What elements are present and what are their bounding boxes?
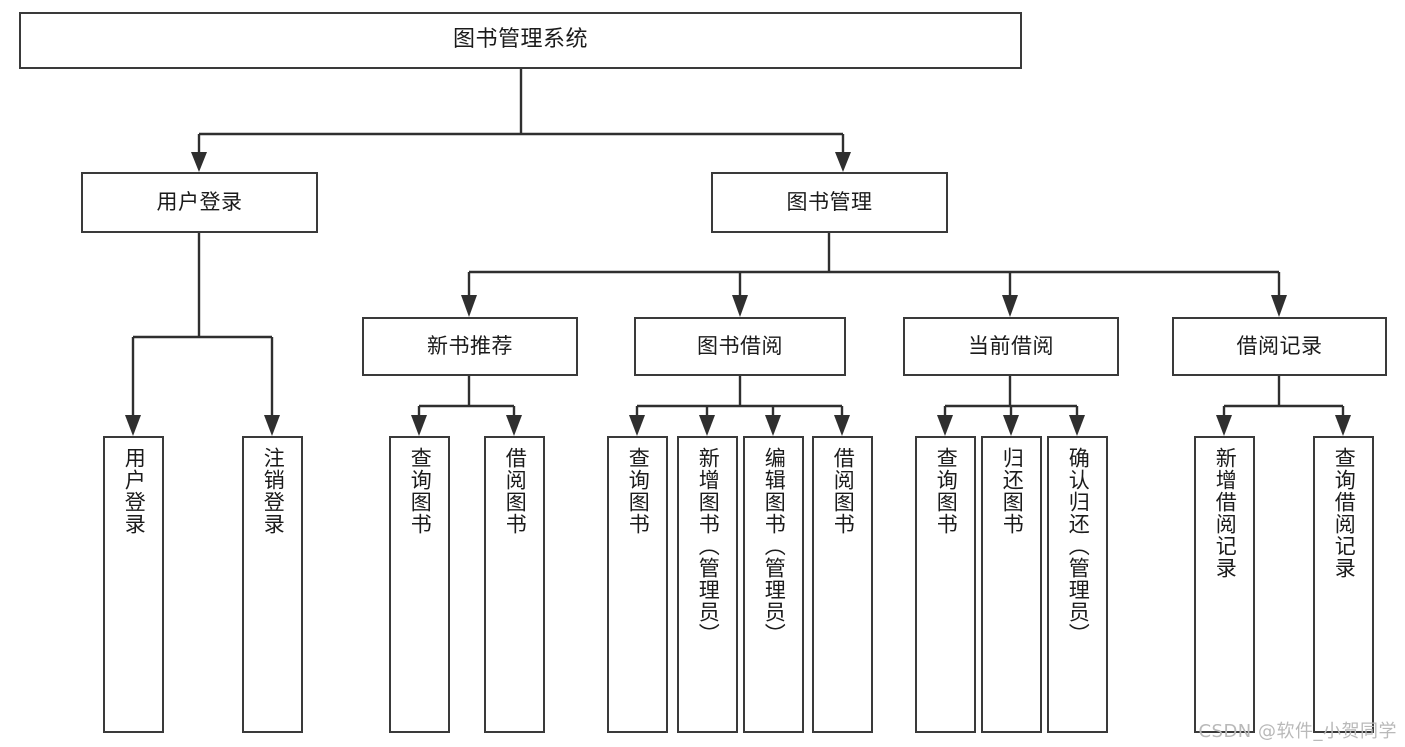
- arrowhead-leaf-user-login: [125, 415, 141, 436]
- node-book-borrow[interactable]: 图书借阅: [634, 317, 846, 376]
- leaf-record-add-record[interactable]: 新增借阅记录: [1194, 436, 1255, 733]
- node-root-system-label: 图书管理系统: [452, 27, 588, 53]
- node-book-borrow-label: 图书借阅: [697, 333, 783, 358]
- arrowhead-record-add: [1216, 415, 1232, 436]
- leaf-borrow-lend-book[interactable]: 借阅图书: [812, 436, 873, 733]
- arrowhead-book-mgmt: [835, 152, 851, 172]
- arrowhead-current-query: [937, 415, 953, 436]
- leaf-current-confirm-return-admin-label: 确认归还（管理员）: [1066, 447, 1091, 645]
- arrowhead-leaf-logout: [264, 415, 280, 436]
- leaf-borrow-add-book-admin-label: 新增图书（管理员）: [696, 447, 721, 645]
- leaf-current-return-book[interactable]: 归还图书: [981, 436, 1042, 733]
- leaf-current-confirm-return-admin[interactable]: 确认归还（管理员）: [1047, 436, 1108, 733]
- leaf-record-query-record-label: 查询借阅记录: [1332, 447, 1357, 579]
- leaf-borrow-lend-book-label: 借阅图书: [831, 447, 856, 535]
- leaf-newbook-borrow-book[interactable]: 借阅图书: [484, 436, 545, 733]
- node-current-borrow[interactable]: 当前借阅: [903, 317, 1119, 376]
- arrowhead-current-borrow: [1002, 295, 1018, 317]
- leaf-logout[interactable]: 注销登录: [242, 436, 303, 733]
- leaf-newbook-borrow-book-label: 借阅图书: [503, 447, 528, 535]
- csdn-watermark: CSDN @软件_小贺同学: [1198, 721, 1397, 742]
- arrowhead-newbook-query: [411, 415, 427, 436]
- node-book-management-label: 图书管理: [786, 189, 873, 214]
- arrowhead-newbook-borrow: [506, 415, 522, 436]
- arrowhead-user-login: [191, 152, 207, 172]
- arrowhead-borrow-edit: [765, 415, 781, 436]
- node-new-book-recommend[interactable]: 新书推荐: [362, 317, 578, 376]
- leaf-current-return-book-label: 归还图书: [1000, 447, 1025, 535]
- leaf-newbook-query-book[interactable]: 查询图书: [389, 436, 450, 733]
- arrowhead-book-borrow: [732, 295, 748, 317]
- node-user-login[interactable]: 用户登录: [81, 172, 318, 233]
- leaf-borrow-edit-book-admin-label: 编辑图书（管理员）: [762, 447, 787, 645]
- node-current-borrow-label: 当前借阅: [968, 333, 1054, 358]
- arrowhead-record-query: [1335, 415, 1351, 436]
- arrowhead-borrow-add: [699, 415, 715, 436]
- leaf-user-login[interactable]: 用户登录: [103, 436, 164, 733]
- node-borrow-record-label: 借阅记录: [1236, 333, 1323, 358]
- node-user-login-label: 用户登录: [156, 189, 243, 214]
- leaf-borrow-query-book-label: 查询图书: [626, 447, 651, 535]
- node-borrow-record[interactable]: 借阅记录: [1172, 317, 1387, 376]
- leaf-record-query-record[interactable]: 查询借阅记录: [1313, 436, 1374, 733]
- arrowhead-current-confirm: [1069, 415, 1085, 436]
- leaf-record-add-record-label: 新增借阅记录: [1213, 447, 1238, 579]
- arrowhead-borrow-record: [1271, 295, 1287, 317]
- leaf-current-query-book-label: 查询图书: [934, 447, 959, 535]
- arrowhead-borrow-lend: [834, 415, 850, 436]
- leaf-borrow-edit-book-admin[interactable]: 编辑图书（管理员）: [743, 436, 804, 733]
- arrowhead-borrow-query: [629, 415, 645, 436]
- node-root-system[interactable]: 图书管理系统: [19, 12, 1022, 69]
- arrowhead-current-return: [1003, 415, 1019, 436]
- leaf-borrow-query-book[interactable]: 查询图书: [607, 436, 668, 733]
- leaf-borrow-add-book-admin[interactable]: 新增图书（管理员）: [677, 436, 738, 733]
- node-book-management[interactable]: 图书管理: [711, 172, 948, 233]
- leaf-logout-label: 注销登录: [261, 447, 286, 535]
- arrowhead-new-book: [461, 295, 477, 317]
- leaf-current-query-book[interactable]: 查询图书: [915, 436, 976, 733]
- node-new-book-recommend-label: 新书推荐: [427, 333, 513, 358]
- leaf-newbook-query-book-label: 查询图书: [408, 447, 433, 535]
- leaf-user-login-label: 用户登录: [122, 447, 147, 535]
